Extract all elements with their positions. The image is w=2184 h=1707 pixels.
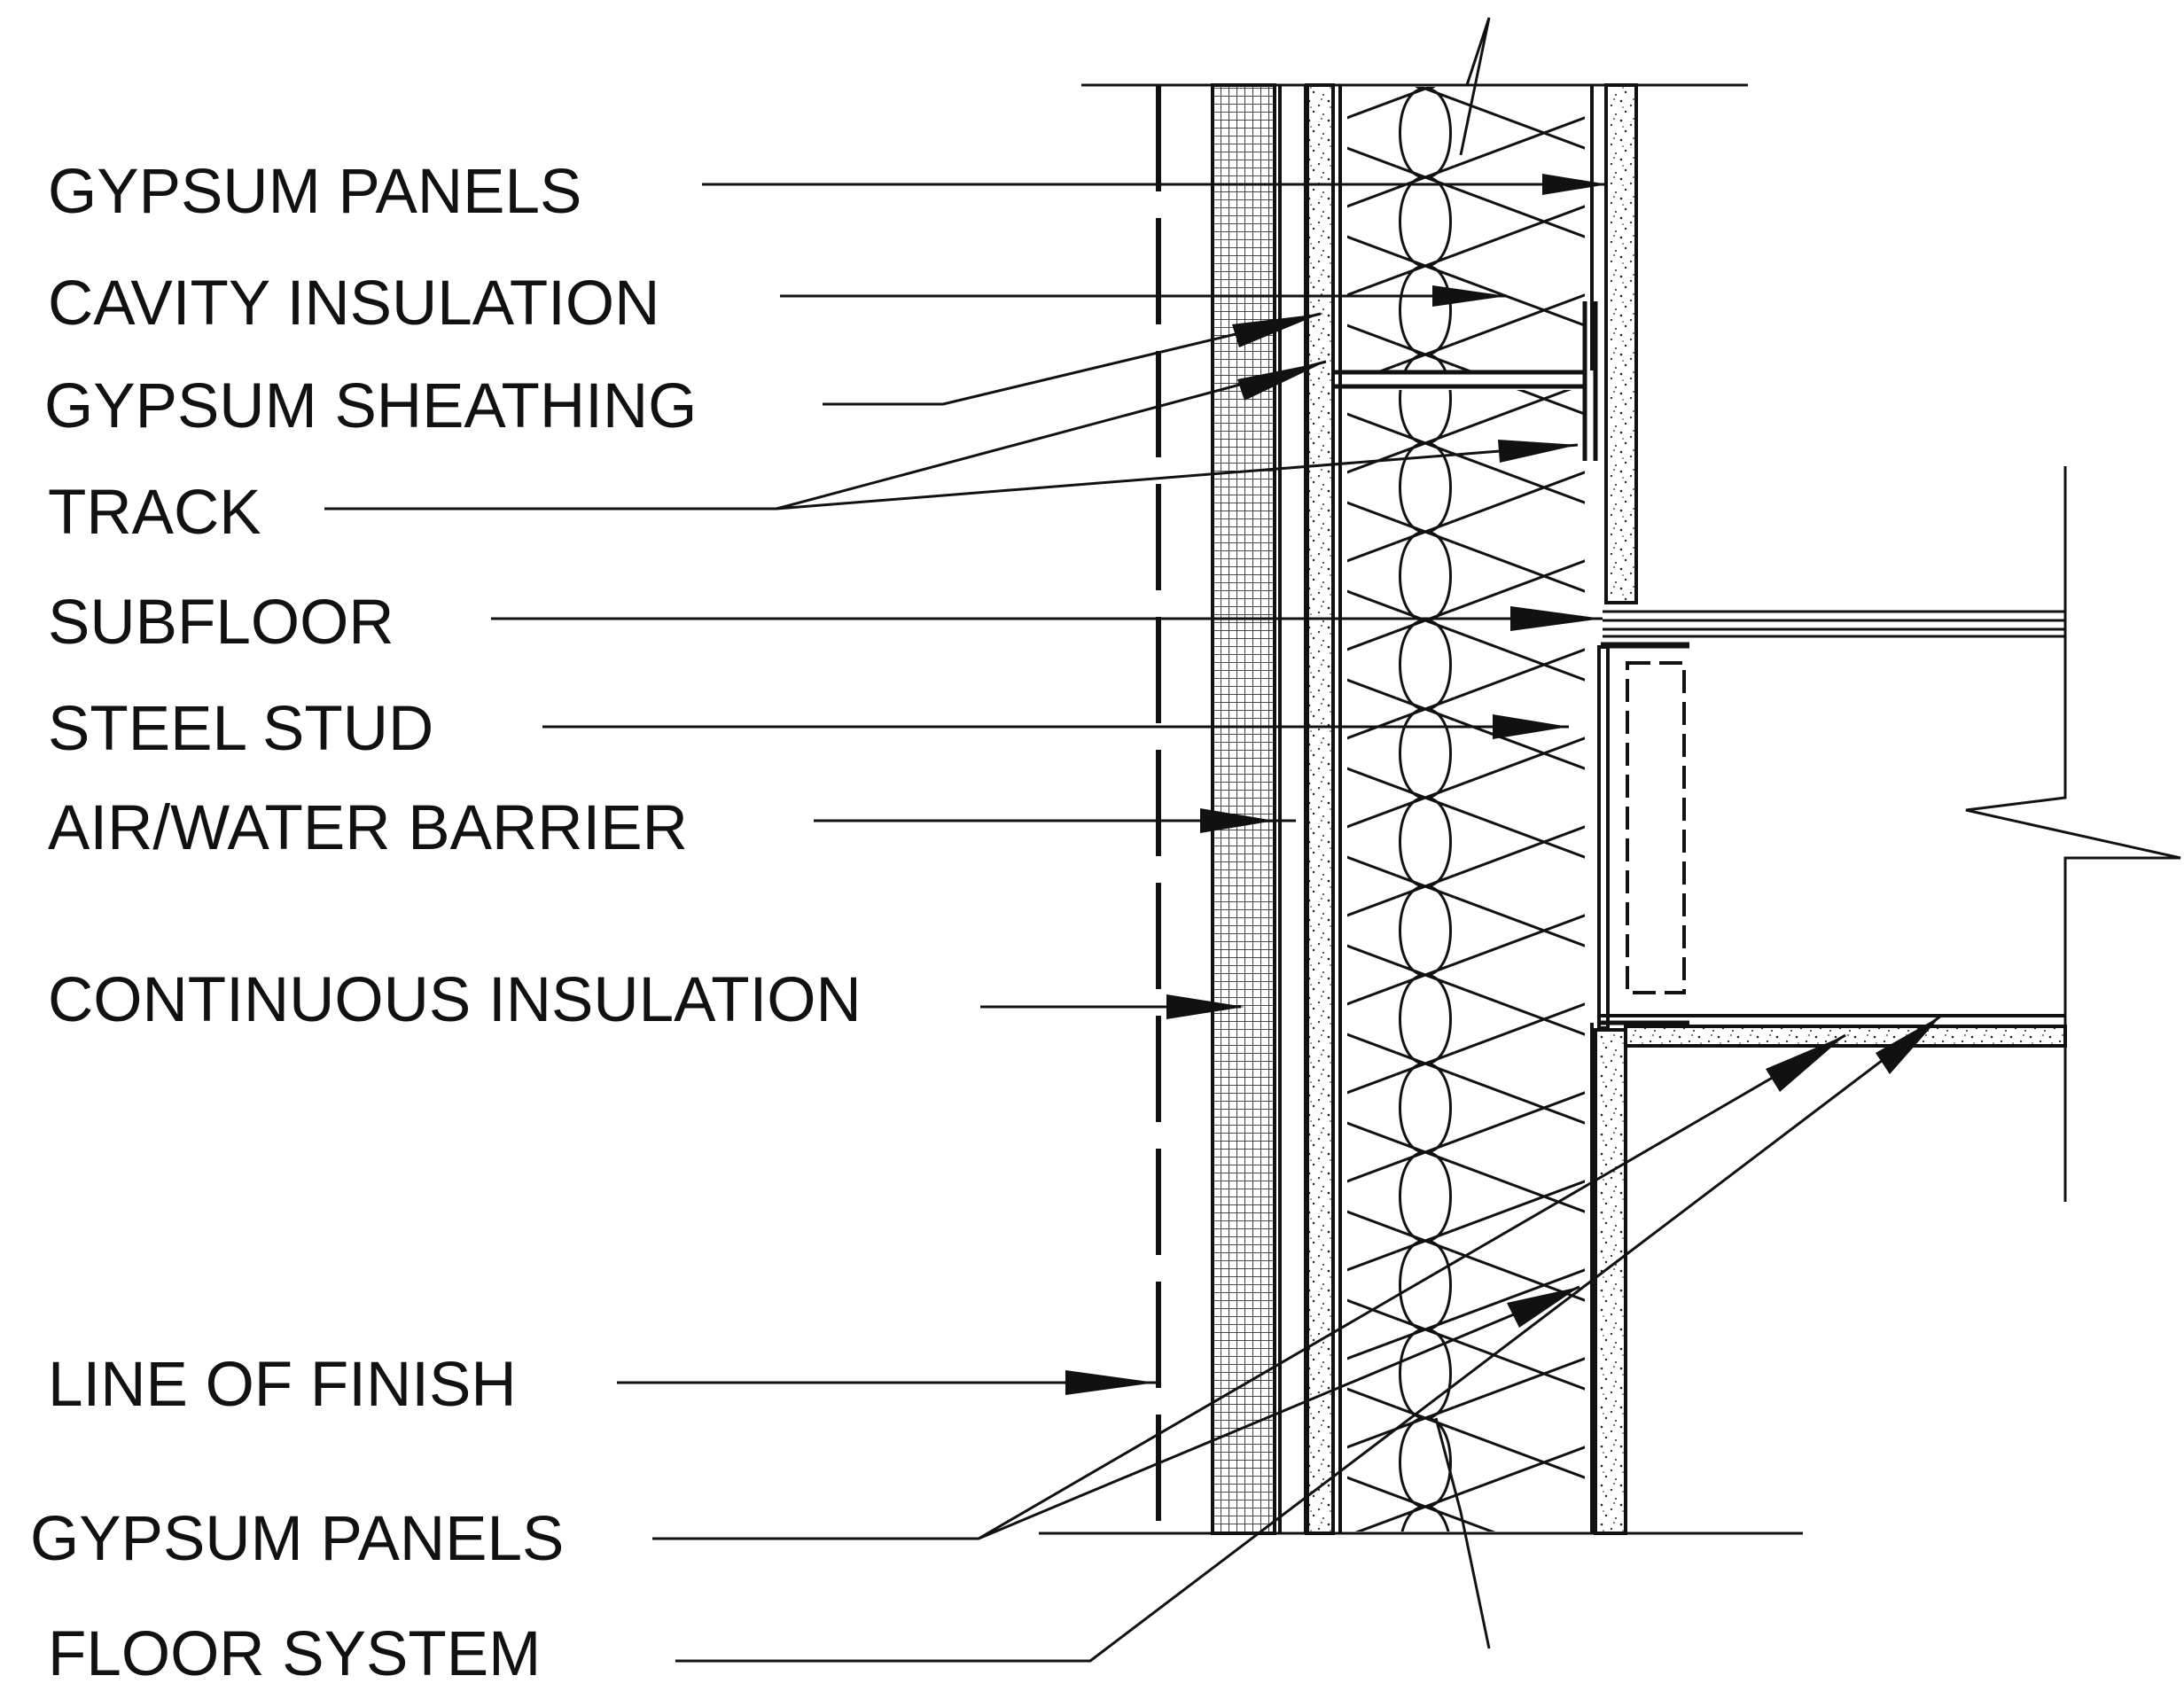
leaders	[324, 174, 1942, 1663]
label-floor-system: FLOOR SYSTEM	[48, 1619, 541, 1689]
arrow-gypsum-panels-bottom-2	[1507, 1287, 1580, 1328]
floor-system	[1597, 466, 2181, 1202]
leader-floor-system	[675, 1014, 1942, 1663]
floor-joist	[1626, 661, 1686, 994]
arrow-cavity-insulation	[1432, 285, 1507, 307]
subfloor	[1603, 610, 2065, 638]
callout-labels: GYPSUM PANELS CAVITY INSULATION GYPSUM S…	[30, 157, 862, 1689]
label-subfloor: SUBFLOOR	[48, 588, 394, 658]
label-gypsum-sheathing: GYPSUM SHEATHING	[44, 371, 697, 441]
rim-joist	[1597, 645, 1610, 1030]
arrow-line-of-finish	[1065, 1370, 1156, 1395]
leader-gypsum-sheathing	[823, 312, 1322, 406]
label-continuous-insulation: CONTINUOUS INSULATION	[48, 965, 862, 1035]
arrow-track-1	[1237, 362, 1326, 401]
leader-track	[324, 360, 1579, 511]
gypsum-sheathing	[1305, 83, 1335, 1535]
gypsum-panels-upper	[1604, 83, 1638, 604]
arrow-gypsum-sheathing	[1232, 314, 1321, 347]
label-gypsum-panels-bottom: GYPSUM PANELS	[30, 1504, 564, 1574]
arrow-subfloor	[1510, 606, 1603, 631]
break-mark-bottom	[1434, 1417, 1491, 1649]
arrow-floor-system	[1876, 1016, 1941, 1074]
cavity-insulation-lower	[1347, 390, 1585, 1532]
arrow-continuous-insulation	[1166, 994, 1244, 1019]
label-track: TRACK	[48, 478, 261, 548]
label-air-water-barrier: AIR/WATER BARRIER	[48, 793, 688, 863]
floor-break-mark	[1965, 466, 2181, 1202]
label-gypsum-panels-top: GYPSUM PANELS	[48, 157, 581, 227]
arrow-gypsum-panels-top	[1542, 174, 1608, 195]
label-line-of-finish: LINE OF FINISH	[48, 1350, 517, 1420]
break-mark-top	[1459, 17, 1491, 156]
arrow-track-2	[1498, 440, 1578, 463]
arrow-steel-stud	[1493, 714, 1569, 739]
label-cavity-insulation: CAVITY INSULATION	[48, 269, 659, 339]
continuous-insulation	[1211, 83, 1276, 1535]
leader-gypsum-panels-bottom	[652, 1033, 1846, 1540]
arrow-air-water-barrier	[1200, 808, 1275, 833]
wall-assembly	[1039, 17, 1803, 1649]
arrow-gypsum-panels-bottom-1	[1766, 1035, 1845, 1092]
gypsum-panels-lower	[1594, 1028, 1627, 1535]
label-steel-stud: STEEL STUD	[48, 694, 433, 764]
track	[1335, 301, 1598, 461]
